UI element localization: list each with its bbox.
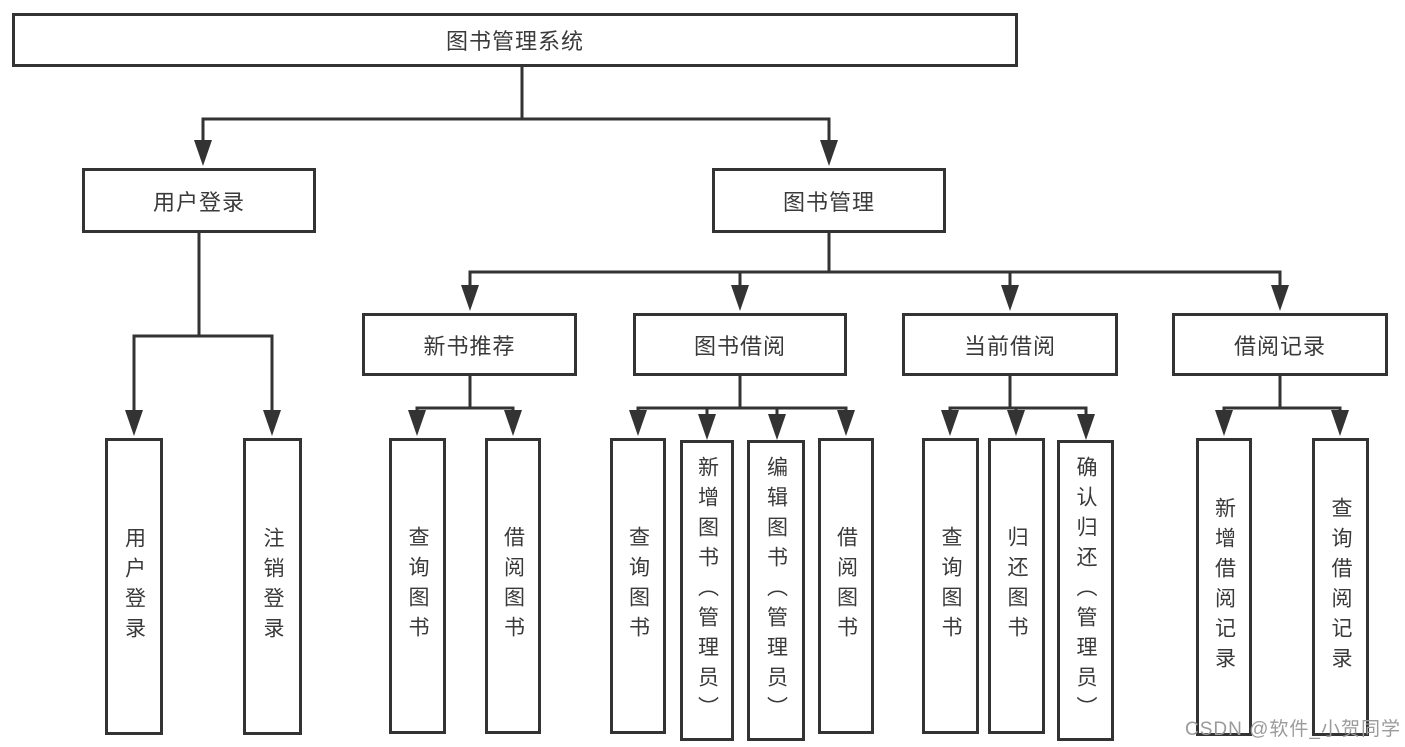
arrowhead-icon xyxy=(263,410,281,436)
node-leaf-bb-edit-books-admin: 编辑图书（管理员） xyxy=(747,440,805,741)
node-leaf-cb-return-books-label: 归还图书 xyxy=(1005,526,1028,646)
arrowhead-icon xyxy=(1077,414,1095,440)
arrowhead-icon xyxy=(1215,410,1233,436)
node-book-management: 图书管理 xyxy=(712,168,946,233)
arrowhead-icon xyxy=(731,285,749,311)
arrowhead-icon xyxy=(1007,410,1025,436)
connector-line xyxy=(201,64,831,147)
node-leaf-bb-add-books-admin: 新增图书（管理员） xyxy=(680,440,734,741)
connector-line xyxy=(1222,374,1342,417)
node-leaf-cb-confirm-return-admin: 确认归还（管理员） xyxy=(1057,440,1114,741)
watermark: CSDN @软件_小贺同学 xyxy=(1185,719,1401,740)
node-user-login-group-label: 用户登录 xyxy=(152,189,245,215)
node-leaf-bb-borrow-books: 借阅图书 xyxy=(818,438,874,734)
arrowhead-icon xyxy=(837,410,855,436)
arrowhead-icon xyxy=(1001,285,1019,311)
node-leaf-bb-edit-books-admin-label: 编辑图书（管理员） xyxy=(764,455,788,726)
node-book-borrowing: 图书借阅 xyxy=(633,313,847,376)
node-leaf-user-login: 用户登录 xyxy=(105,438,163,735)
node-current-borrowing-label: 当前借阅 xyxy=(963,333,1056,359)
arrowhead-icon xyxy=(125,410,143,436)
node-leaf-cb-return-books: 归还图书 xyxy=(988,438,1045,734)
node-leaf-logout-label: 注销登录 xyxy=(261,526,284,647)
node-root-label: 图书管理系统 xyxy=(445,29,584,54)
arrowhead-icon xyxy=(629,410,647,436)
connector-line xyxy=(132,231,274,417)
node-book-borrowing-label: 图书借阅 xyxy=(693,333,786,359)
connector-line xyxy=(636,374,848,421)
node-leaf-nb-borrow-books-label: 借阅图书 xyxy=(501,526,525,646)
node-leaf-br-query-record-label: 查询借阅记录 xyxy=(1329,497,1352,677)
node-leaf-user-login-label: 用户登录 xyxy=(122,526,146,647)
connector-line xyxy=(415,374,515,417)
node-current-borrowing: 当前借阅 xyxy=(902,313,1118,376)
node-user-login-group: 用户登录 xyxy=(82,168,316,233)
node-leaf-br-add-record-label: 新增借阅记录 xyxy=(1212,497,1236,677)
arrowhead-icon xyxy=(504,410,522,436)
node-borrowing-records-label: 借阅记录 xyxy=(1233,333,1326,359)
node-leaf-cb-query-books-label: 查询图书 xyxy=(939,526,962,646)
arrowhead-icon xyxy=(698,414,716,440)
node-borrowing-records: 借阅记录 xyxy=(1172,313,1388,376)
connector-line xyxy=(468,231,1282,292)
arrowhead-icon xyxy=(768,414,786,440)
node-book-management-label: 图书管理 xyxy=(782,189,875,215)
node-leaf-bb-query-books: 查询图书 xyxy=(610,438,666,734)
node-leaf-br-query-record: 查询借阅记录 xyxy=(1312,438,1369,736)
node-leaf-cb-query-books: 查询图书 xyxy=(922,438,979,734)
node-root: 图书管理系统 xyxy=(12,13,1018,67)
arrowhead-icon xyxy=(1331,410,1349,436)
arrowhead-icon xyxy=(194,140,212,166)
node-leaf-nb-query-books-label: 查询图书 xyxy=(406,526,429,646)
node-leaf-br-add-record: 新增借阅记录 xyxy=(1196,438,1252,736)
arrowhead-icon xyxy=(461,285,479,311)
arrowhead-icon xyxy=(941,410,959,436)
node-leaf-cb-confirm-return-admin-label: 确认归还（管理员） xyxy=(1074,455,1097,726)
node-leaf-nb-borrow-books: 借阅图书 xyxy=(485,438,541,734)
arrowhead-icon xyxy=(820,140,838,166)
node-new-book-recommend: 新书推荐 xyxy=(362,313,577,376)
arrowhead-icon xyxy=(1271,285,1289,311)
node-leaf-bb-borrow-books-label: 借阅图书 xyxy=(834,526,858,646)
arrowhead-icon xyxy=(408,410,426,436)
node-leaf-bb-add-books-admin-label: 新增图书（管理员） xyxy=(695,455,719,726)
node-leaf-bb-query-books-label: 查询图书 xyxy=(626,526,650,646)
node-leaf-nb-query-books: 查询图书 xyxy=(389,438,446,734)
node-new-book-recommend-label: 新书推荐 xyxy=(423,333,516,359)
node-leaf-logout: 注销登录 xyxy=(243,438,302,735)
